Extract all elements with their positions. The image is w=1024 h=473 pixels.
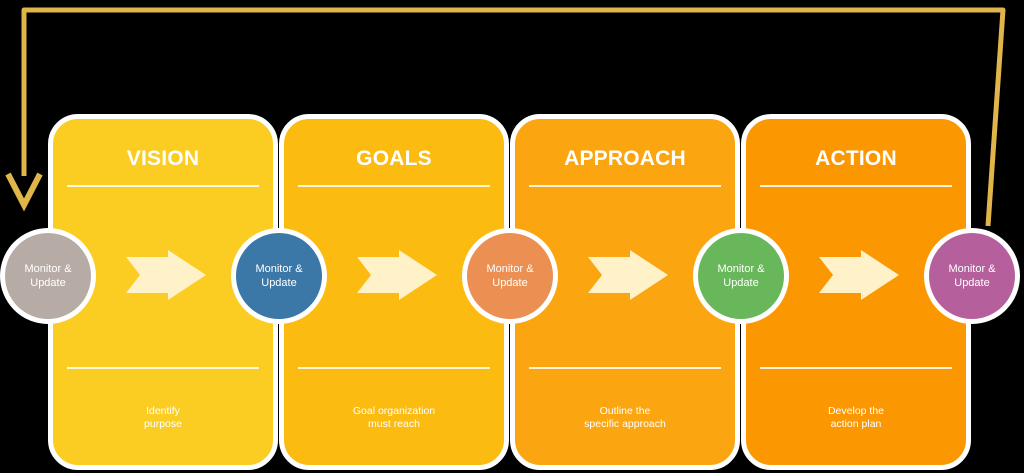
stage-title: GOALS	[356, 147, 432, 170]
divider	[529, 367, 721, 369]
stage-title: VISION	[126, 147, 200, 170]
stage-description: Goal organization must reach	[352, 405, 436, 430]
divider	[760, 185, 952, 187]
divider	[67, 185, 259, 187]
monitor-update-node-4: Monitor & Update	[693, 228, 789, 324]
divider	[760, 367, 952, 369]
monitor-update-node-1: Monitor & Update	[0, 228, 96, 324]
stage-description: Identify purpose	[144, 405, 182, 430]
feedback-loop-arrowhead	[5, 172, 43, 212]
monitor-update-node-5: Monitor & Update	[924, 228, 1020, 324]
right-arrow-icon	[126, 250, 206, 300]
right-arrow-icon	[588, 250, 668, 300]
monitor-update-node-2: Monitor & Update	[231, 228, 327, 324]
monitor-update-node-3: Monitor & Update	[462, 228, 558, 324]
stage-description: Develop the action plan	[827, 405, 885, 430]
divider	[67, 367, 259, 369]
divider	[529, 185, 721, 187]
right-arrow-icon	[819, 250, 899, 300]
stage-description: Outline the specific approach	[584, 405, 666, 430]
right-arrow-icon	[357, 250, 437, 300]
divider	[298, 185, 490, 187]
stage-title: ACTION	[815, 147, 897, 170]
feedback-loop-line	[21, 7, 1006, 227]
stage-title: APPROACH	[564, 147, 686, 170]
divider	[298, 367, 490, 369]
